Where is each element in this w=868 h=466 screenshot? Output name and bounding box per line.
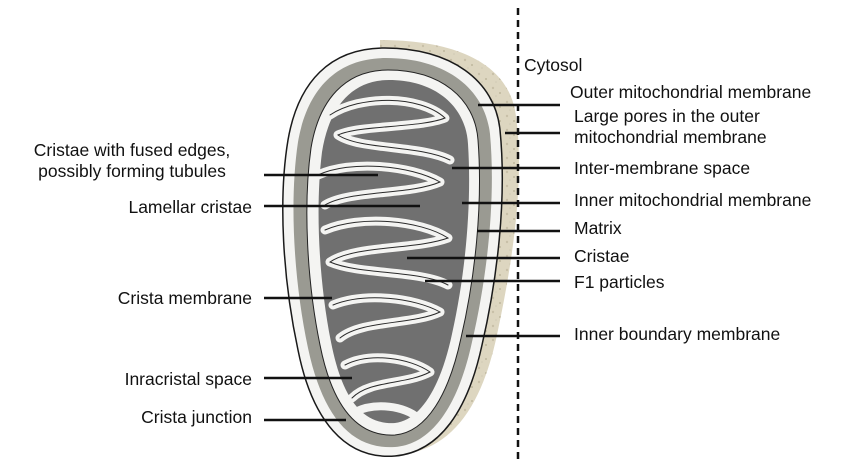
label-crista-membrane: Crista membrane	[8, 288, 252, 309]
label-matrix: Matrix	[574, 218, 622, 239]
label-cristae: Cristae	[574, 246, 629, 267]
label-f1-particles: F1 particles	[574, 272, 664, 293]
label-intracristal-space: Inracristal space	[8, 369, 252, 390]
label-outer-membrane: Outer mitochondrial membrane	[570, 82, 811, 103]
label-crista-junction: Crista junction	[8, 407, 252, 428]
label-cristae-fused-edges: Cristae with fused edges, possibly formi…	[8, 140, 256, 182]
label-lamellar-cristae: Lamellar cristae	[8, 197, 252, 218]
label-inner-boundary-membrane: Inner boundary membrane	[574, 324, 780, 345]
label-intermembrane-space: Inter-membrane space	[574, 158, 750, 179]
label-inner-membrane: Inner mitochondrial membrane	[574, 190, 811, 211]
cytosol-label: Cytosol	[524, 55, 582, 76]
label-large-pores: Large pores in the outer mitochondrial m…	[574, 106, 767, 148]
